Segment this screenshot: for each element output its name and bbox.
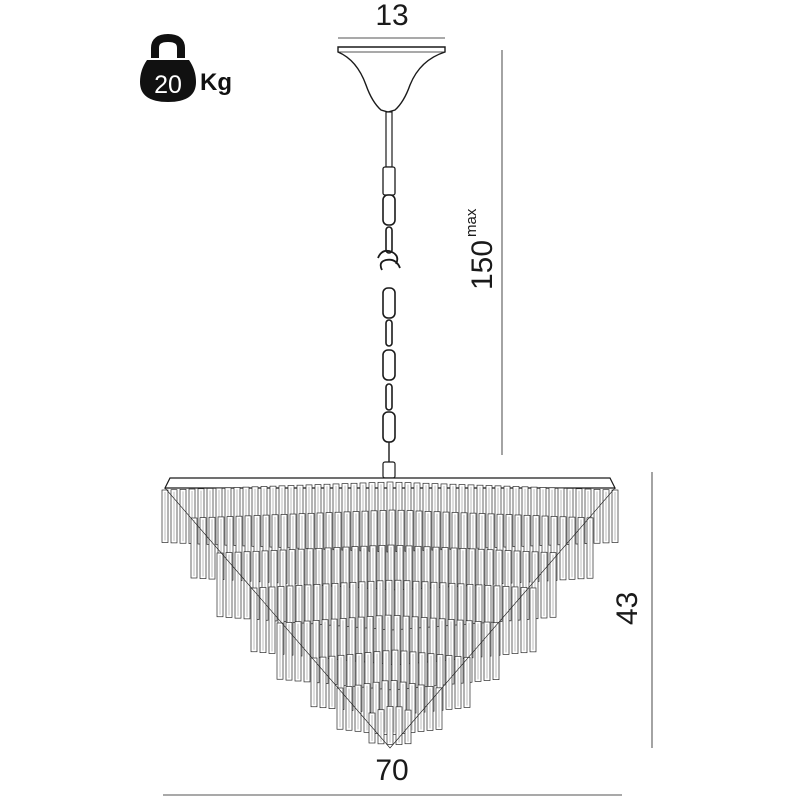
kettlebell-icon: [140, 33, 196, 102]
canopy-width-label: 13: [375, 0, 408, 32]
chain-break-symbol: [377, 249, 401, 271]
rod-coupler: [382, 166, 396, 196]
crystal-tier: [336, 680, 443, 735]
chain-link: [385, 226, 393, 254]
chain-link: [385, 319, 393, 347]
ceiling-canopy: [337, 46, 446, 113]
height-label: 43: [611, 592, 644, 625]
chain-link: [382, 194, 396, 226]
chain-link: [385, 383, 393, 411]
width-label: 70: [375, 754, 408, 787]
weight-value: 20: [154, 71, 182, 99]
chain-link: [382, 349, 396, 381]
max-drop-label: 150: [466, 240, 499, 290]
suspension-chain: [382, 194, 396, 462]
weight-unit: Kg: [200, 69, 232, 96]
crystal-chandelier-body: [161, 477, 619, 749]
max-drop-suffix: max: [463, 208, 480, 237]
chain-link: [382, 411, 396, 443]
chandelier-outline: [164, 487, 616, 749]
chain-link: [382, 287, 396, 319]
chandelier-mount: [382, 461, 396, 479]
suspension-rod: [385, 111, 393, 168]
